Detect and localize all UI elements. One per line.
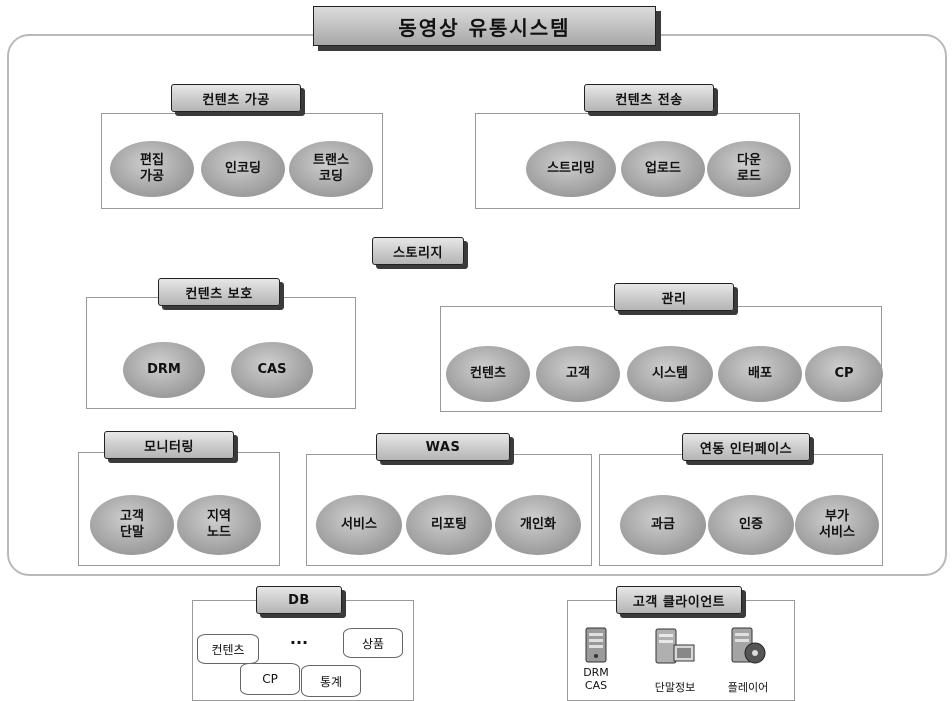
node-upload: 업로드	[621, 141, 705, 197]
node-value-added: 부가 서비스	[795, 495, 879, 555]
db-cp: CP	[240, 663, 300, 695]
node-mgmt-deploy: 배포	[718, 346, 802, 402]
client-label-device-info: 단말정보	[654, 681, 696, 694]
node-mgmt-cp: CP	[805, 346, 883, 402]
group-label-interface: 연동 인터페이스	[682, 433, 810, 461]
node-streaming: 스트리밍	[526, 141, 616, 197]
node-download: 다운 로드	[707, 141, 791, 197]
db-statistics: 통계	[301, 665, 361, 697]
group-label-was: WAS	[376, 433, 510, 461]
db-ellipsis: ···	[289, 633, 309, 652]
db-product: 상품	[343, 628, 403, 658]
node-customer-terminal: 고객 단말	[90, 495, 174, 555]
client-label-drm-cas: DRM CAS	[583, 666, 609, 692]
node-edit-processing: 편집 가공	[110, 141, 194, 197]
node-reporting: 리포팅	[406, 495, 492, 555]
node-region-node: 지역 노드	[177, 495, 261, 555]
group-label-content-transfer: 컨텐츠 전송	[584, 84, 714, 112]
player-icon	[728, 625, 768, 667]
device-info-icon	[652, 625, 698, 667]
group-label-client: 고객 클라이언트	[616, 586, 742, 614]
node-service: 서비스	[316, 495, 402, 555]
node-encoding: 인코딩	[201, 141, 285, 197]
node-mgmt-system: 시스템	[627, 346, 713, 402]
node-mgmt-content: 컨텐츠	[446, 346, 530, 402]
node-billing: 과금	[620, 495, 706, 555]
diagram-title: 동영상 유통시스템	[313, 6, 656, 46]
server-drm-icon	[582, 625, 610, 665]
group-label-content-processing: 컨텐츠 가공	[171, 84, 301, 112]
node-personalization: 개인화	[495, 495, 581, 555]
db-content: 컨텐츠	[197, 634, 259, 664]
group-label-db: DB	[256, 586, 342, 614]
group-label-content-protection: 컨텐츠 보호	[158, 278, 280, 306]
node-transcoding: 트랜스 코딩	[289, 141, 373, 197]
node-auth: 인증	[708, 495, 794, 555]
storage-label: 스토리지	[372, 237, 464, 265]
group-label-management: 관리	[614, 283, 734, 311]
group-content-protection	[86, 297, 356, 409]
group-label-monitoring: 모니터링	[104, 431, 234, 459]
node-drm: DRM	[123, 342, 205, 398]
node-cas: CAS	[231, 342, 313, 398]
node-mgmt-customer: 고객	[536, 346, 620, 402]
client-label-player: 플레이어	[727, 681, 769, 694]
